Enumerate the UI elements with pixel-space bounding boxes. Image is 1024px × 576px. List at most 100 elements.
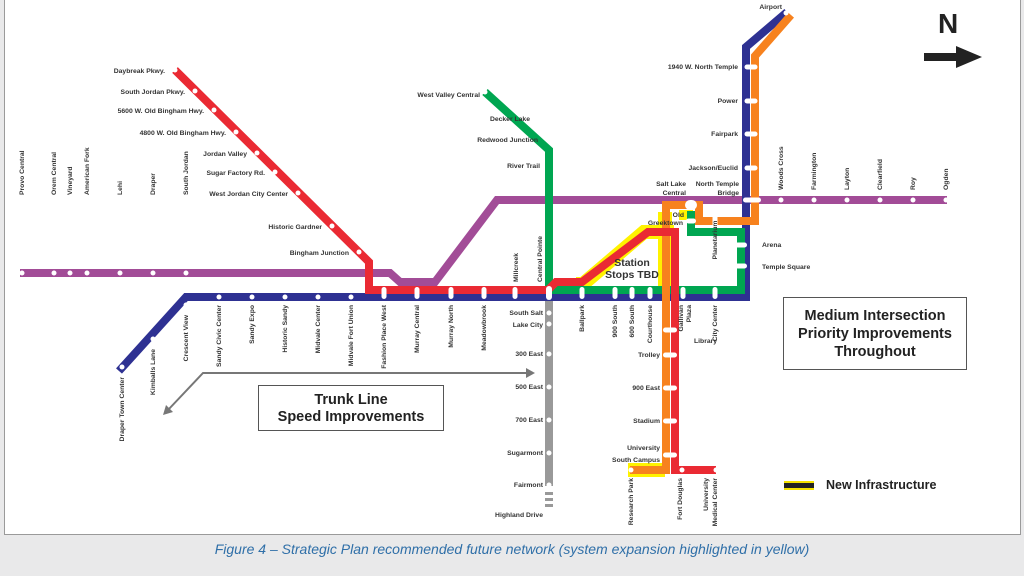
station-label: Midvale Fort Union (348, 305, 355, 366)
station-label: Salt Lake (656, 181, 686, 188)
station-label: Greektown (648, 220, 683, 227)
station-label: Murray Central (414, 305, 421, 353)
station-dot (183, 302, 189, 308)
station-label: 4800 W. Old Bingham Hwy. (140, 130, 226, 137)
station-label: Power (718, 98, 739, 105)
station-label: Jordan Valley (203, 151, 247, 158)
station-label: Millcreek (513, 253, 520, 282)
station-dot (192, 88, 198, 94)
station-dot (19, 270, 25, 276)
station-dot (783, 10, 789, 16)
station-dots (19, 10, 949, 518)
station-label: Fort Douglas (677, 478, 684, 520)
station-label: Crescent View (183, 314, 190, 361)
station-label: Planetarium (712, 221, 719, 260)
station-label: Draper Town Center (119, 377, 126, 442)
station-label: Airport (759, 4, 782, 11)
station-dot (150, 270, 156, 276)
station-dot (172, 67, 178, 73)
station-dot (680, 287, 686, 299)
station-label: Midvale Center (315, 305, 322, 354)
gray-line-dashes (545, 492, 553, 507)
station-label: Courthouse (647, 305, 654, 343)
station-label: West Jordan City Center (209, 191, 288, 198)
station-label: River Trail (507, 163, 540, 170)
station-label: Lake City (513, 322, 543, 329)
station-label: Daybreak Pkwy. (114, 68, 165, 75)
callout-text-2: Priority Improvements (798, 326, 952, 342)
station-dot (329, 223, 335, 229)
station-label: Ballpark (579, 305, 586, 332)
station-dot (943, 197, 949, 203)
station-label: 700 East (515, 417, 543, 424)
station-dot (67, 270, 73, 276)
station-dot (663, 385, 677, 391)
station-dot (647, 287, 653, 299)
station-dot (712, 215, 718, 227)
station-dot (381, 287, 387, 299)
station-dot (183, 270, 189, 276)
station-label: Sandy Civic Center (216, 305, 223, 367)
station-label: Fairpark (711, 131, 738, 138)
station-dot (448, 287, 454, 299)
station-label: Fashion Place West (381, 304, 388, 368)
station-dot (356, 249, 362, 255)
station-label: Bridge (717, 190, 739, 197)
station-dot (679, 467, 685, 473)
station-dot (628, 467, 634, 473)
station-label: Central (663, 190, 687, 197)
station-dot (315, 294, 321, 300)
station-label: West Valley Central (417, 92, 480, 99)
station-label: Sugarmont (507, 450, 544, 457)
station-label: Jackson/Euclid (689, 165, 739, 172)
station-dot (233, 129, 239, 135)
station-stops-tbd-label: Station (614, 257, 650, 269)
station-label: Historic Sandy (282, 305, 289, 353)
north-arrow-icon (924, 46, 982, 68)
station-label: Woods Cross (778, 146, 785, 190)
red-line (172, 67, 716, 474)
station-dot (211, 107, 217, 113)
station-label: South Salt (509, 310, 543, 317)
blue-line (116, 8, 790, 374)
station-label: Layton (844, 168, 851, 190)
map-frame (4, 0, 1021, 535)
station-dot (663, 452, 677, 458)
station-dot (686, 218, 696, 224)
north-label: N (938, 8, 959, 39)
station-label: Clearfield (877, 159, 884, 190)
station-label: 5600 W. Old Bingham Hwy. (118, 108, 204, 115)
station-label: 900 East (632, 385, 660, 392)
station-dot (713, 467, 719, 473)
station-dot (414, 287, 420, 299)
station-label: Plaza (686, 305, 693, 323)
station-label: 500 East (515, 384, 543, 391)
station-dot (744, 131, 758, 137)
station-label: Stadium (633, 418, 660, 425)
station-dot (811, 197, 817, 203)
intersection-priority-callout: Medium Intersection Priority Improvement… (783, 297, 967, 370)
station-dot (663, 418, 677, 424)
callout-text-1: Medium Intersection (804, 308, 946, 324)
station-dot (546, 482, 552, 488)
green-line (482, 89, 745, 294)
trunk-line-callout: Trunk Line Speed Improvements (258, 385, 444, 431)
station-dot (844, 197, 850, 203)
station-label: Orem Central (51, 152, 58, 195)
station-dot (629, 287, 635, 299)
station-label: University (703, 478, 710, 511)
station-dot (877, 197, 883, 203)
station-dot (482, 89, 488, 95)
station-dot (119, 364, 125, 370)
station-label: Gallivan (678, 305, 685, 331)
station-dot (216, 294, 222, 300)
station-label: American Fork (84, 147, 91, 195)
station-label: Old (673, 212, 684, 219)
station-label: South Jordan Pkwy. (121, 89, 186, 96)
station-label: Draper (150, 173, 157, 195)
station-label: Central Pointe (537, 236, 544, 282)
station-dot (712, 287, 718, 299)
station-dot (735, 263, 747, 269)
station-label: Research Park (628, 478, 635, 525)
